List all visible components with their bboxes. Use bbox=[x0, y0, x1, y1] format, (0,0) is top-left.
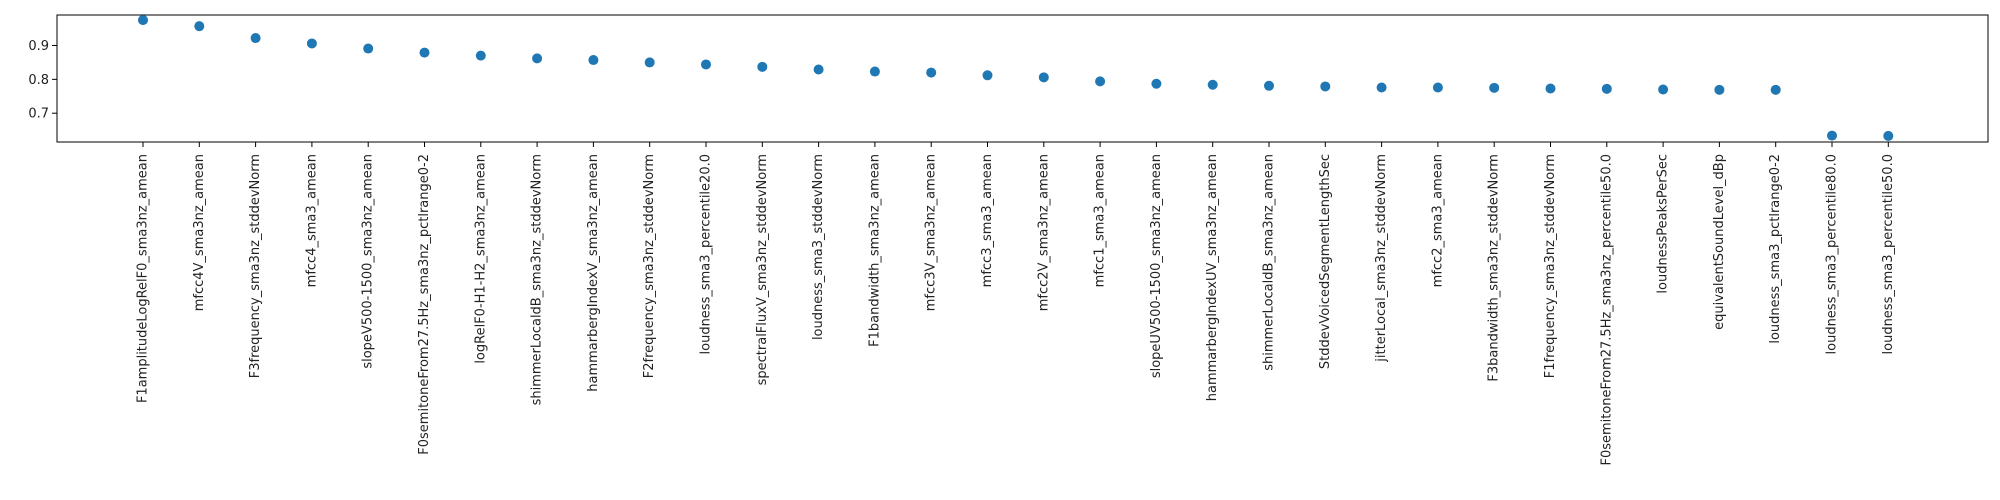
data-point bbox=[701, 59, 711, 70]
x-tick-label: loudness_sma3_percentile20.0 bbox=[699, 154, 714, 354]
x-tick-label: F3bandwidth_sma3nz_stddevNorm bbox=[1487, 154, 1502, 382]
x-tick-label: mfcc2V_sma3nz_amean bbox=[1036, 154, 1051, 311]
data-point bbox=[1320, 81, 1331, 92]
x-tick-label: StddevVoicedSegmentLengthSec bbox=[1318, 154, 1333, 369]
data-point bbox=[475, 50, 486, 61]
data-point bbox=[869, 66, 880, 77]
y-tick-label: 0.7 bbox=[28, 107, 49, 122]
data-points bbox=[138, 15, 1894, 141]
data-point bbox=[363, 43, 374, 54]
data-point bbox=[419, 47, 430, 58]
data-point bbox=[1151, 78, 1162, 89]
x-tick-label: mfcc2_sma3_amean bbox=[1430, 154, 1445, 287]
x-tick-label: shimmerLocaldB_sma3nz_amean bbox=[1262, 154, 1277, 371]
x-tick-label: equivalentSoundLevel_dBp bbox=[1712, 154, 1727, 330]
data-point bbox=[250, 33, 261, 44]
data-point bbox=[982, 70, 993, 81]
data-point bbox=[1038, 72, 1049, 83]
y-tick-label: 0.9 bbox=[28, 39, 49, 54]
x-tick-label: loudness_sma3_percentile80.0 bbox=[1825, 154, 1840, 354]
data-point bbox=[1376, 82, 1387, 93]
data-point bbox=[644, 57, 655, 68]
data-point bbox=[1432, 82, 1443, 93]
data-point bbox=[926, 67, 937, 78]
data-point bbox=[194, 21, 205, 32]
x-tick-label: shimmerLocaldB_sma3nz_stddevNorm bbox=[530, 154, 545, 405]
x-tick-label: jitterLocal_sma3nz_stddevNorm bbox=[1374, 154, 1389, 363]
data-point bbox=[1770, 84, 1781, 95]
x-tick-label: loudness_sma3_pctlrange0-2 bbox=[1768, 154, 1783, 344]
data-point bbox=[1207, 79, 1218, 90]
data-point bbox=[1095, 76, 1106, 87]
x-tick-label: F1frequency_sma3nz_stddevNorm bbox=[1543, 154, 1558, 378]
data-point bbox=[813, 64, 824, 75]
x-tick-label: loudnessPeaksPerSec bbox=[1656, 154, 1671, 294]
x-tick-label: loudness_sma3_stddevNorm bbox=[811, 154, 826, 340]
x-tick-label: mfcc4_sma3_amean bbox=[304, 154, 319, 287]
x-tick-label: F2frequency_sma3nz_stddevNorm bbox=[642, 154, 657, 378]
x-tick-label: hammarbergIndexV_sma3nz_amean bbox=[586, 154, 601, 392]
data-point bbox=[1883, 130, 1894, 141]
x-tick-label: F0semitoneFrom27.5Hz_sma3nz_percentile50… bbox=[1599, 154, 1614, 466]
x-tick-label: F3frequency_sma3nz_stddevNorm bbox=[248, 154, 263, 378]
x-tick-label: slopeV500-1500_sma3nz_amean bbox=[361, 154, 376, 369]
x-tick-label: F0semitoneFrom27.5Hz_sma3nz_pctlrange0-2 bbox=[417, 154, 432, 455]
x-tick-label: F1amplitudeLogRelF0_sma3nz_amean bbox=[136, 154, 151, 403]
x-tick-label: slopeUV500-1500_sma3nz_amean bbox=[1149, 154, 1164, 378]
data-point bbox=[1827, 130, 1837, 141]
x-axis: F1amplitudeLogRelF0_sma3nz_amean mfcc4V_s… bbox=[136, 142, 1896, 466]
data-point bbox=[1658, 84, 1669, 95]
x-tick-label: mfcc4V_sma3nz_amean bbox=[192, 154, 207, 311]
y-axis: 0.7 0.8 0.9 bbox=[28, 39, 57, 122]
data-point bbox=[306, 38, 317, 49]
x-tick-label: spectralFluxV_sma3nz_stddevNorm bbox=[755, 154, 770, 385]
x-tick-label: mfcc3V_sma3nz_amean bbox=[924, 154, 939, 311]
x-tick-label: F1bandwidth_sma3nz_amean bbox=[867, 154, 882, 347]
plot-frame bbox=[56, 14, 1989, 143]
data-point bbox=[1601, 83, 1612, 94]
y-tick-label: 0.8 bbox=[28, 73, 49, 88]
x-tick-label: loudness_sma3_percentile50.0 bbox=[1881, 154, 1896, 354]
data-point bbox=[757, 61, 768, 72]
data-point bbox=[1264, 80, 1274, 91]
data-point bbox=[138, 15, 148, 26]
data-point bbox=[532, 53, 543, 64]
x-tick-label: logRelF0-H1-H2_sma3nz_amean bbox=[473, 154, 488, 364]
data-point bbox=[1545, 83, 1556, 94]
x-tick-label: hammarbergIndexUV_sma3nz_amean bbox=[1205, 154, 1220, 401]
x-tick-label: mfcc3_sma3_amean bbox=[980, 154, 995, 287]
data-point bbox=[1489, 82, 1500, 93]
x-tick-label: mfcc1_sma3_amean bbox=[1093, 154, 1108, 287]
data-point bbox=[588, 55, 599, 66]
data-point bbox=[1714, 84, 1725, 95]
